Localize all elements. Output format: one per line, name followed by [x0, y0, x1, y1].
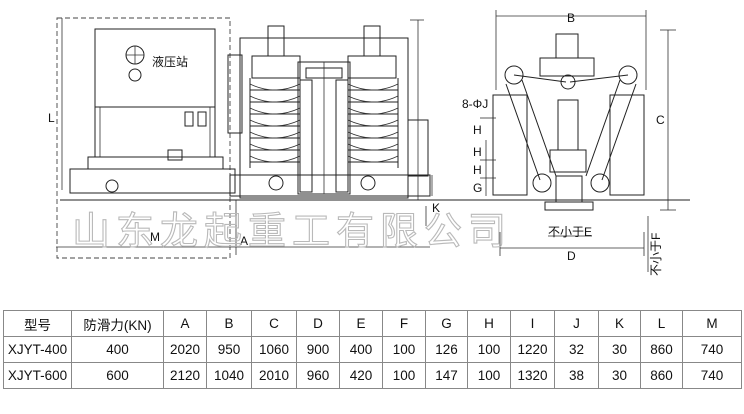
col-header-h: H	[467, 310, 511, 337]
table-cell: 1220	[510, 336, 555, 363]
col-header-force: 防滑力(KN)	[71, 310, 164, 337]
col-header-l: L	[640, 310, 683, 337]
table-cell: 1060	[251, 336, 297, 363]
table-cell: 860	[640, 336, 683, 363]
col-header-model: 型号	[3, 310, 72, 337]
col-header-d: D	[296, 310, 340, 337]
table-cell: 2010	[251, 362, 297, 389]
col-header-j: J	[554, 310, 599, 337]
dim-j-label: 8-ΦJ	[462, 97, 488, 111]
table-cell: 30	[598, 362, 641, 389]
side-view: B C D 8-ΦJ H H H G 不小于E 不小于F	[462, 10, 676, 276]
dim-k-label: K	[432, 201, 440, 215]
table-cell: XJYT-400	[3, 336, 72, 363]
table-cell: 100	[382, 362, 426, 389]
min-e-label: 不小于E	[548, 225, 592, 239]
table-cell: 30	[598, 336, 641, 363]
dim-d-label: D	[567, 249, 576, 263]
table-cell: 600	[71, 362, 164, 389]
dim-l-label: L	[48, 111, 55, 125]
dim-g-label: G	[473, 181, 482, 195]
col-header-m: M	[682, 310, 742, 337]
col-header-e: E	[339, 310, 383, 337]
table-cell: 400	[339, 336, 383, 363]
col-header-g: G	[425, 310, 468, 337]
table-cell: 100	[382, 336, 426, 363]
col-header-k: K	[598, 310, 641, 337]
front-view	[227, 25, 431, 199]
table-cell: 740	[682, 336, 742, 363]
technical-drawing: L M A K 液压站 B	[48, 10, 690, 276]
col-header-i: I	[510, 310, 555, 337]
dim-a-label: A	[240, 234, 248, 248]
table-cell: 740	[682, 362, 742, 389]
station-label: 液压站	[152, 54, 188, 69]
table-cell: 950	[206, 336, 252, 363]
dim-h-label-1: H	[473, 123, 482, 137]
table-cell: 147	[425, 362, 468, 389]
dim-m-label: M	[150, 230, 160, 244]
spec-table: 型号 防滑力(KN) A B C D E F G H I J K L M XJY…	[3, 310, 742, 389]
table-header-row: 型号 防滑力(KN) A B C D E F G H I J K L M	[3, 310, 742, 337]
dimensions-front: L M A K 液压站	[48, 18, 440, 255]
col-header-c: C	[251, 310, 297, 337]
table-cell: 960	[296, 362, 340, 389]
table-cell: 38	[554, 362, 599, 389]
table-cell: 2020	[163, 336, 207, 363]
hydraulic-station	[56, 17, 236, 259]
table-cell: 32	[554, 336, 599, 363]
col-header-a: A	[163, 310, 207, 337]
table-cell: 860	[640, 362, 683, 389]
table-cell: 900	[296, 336, 340, 363]
watermark: 山东龙起重工有限公司	[72, 209, 512, 253]
table-cell: 100	[467, 336, 511, 363]
table-cell: 1040	[206, 362, 252, 389]
dim-b-label: B	[567, 11, 575, 25]
min-f-label: 不小于F	[649, 233, 663, 276]
table-row: XJYT-400 400 2020 950 1060 900 400 100 1…	[3, 336, 742, 363]
table-row: XJYT-600 600 2120 1040 2010 960 420 100 …	[3, 362, 742, 389]
table-cell: 126	[425, 336, 468, 363]
table-cell: 2120	[163, 362, 207, 389]
table-cell: 100	[467, 362, 511, 389]
dim-c-label: C	[656, 113, 665, 127]
table-cell: 420	[339, 362, 383, 389]
dim-h-label-2: H	[473, 145, 482, 159]
col-header-f: F	[382, 310, 426, 337]
table-cell: 1320	[510, 362, 555, 389]
dim-h-label-3: H	[473, 163, 482, 177]
table-cell: 400	[71, 336, 164, 363]
col-header-b: B	[206, 310, 252, 337]
table-cell: XJYT-600	[3, 362, 72, 389]
